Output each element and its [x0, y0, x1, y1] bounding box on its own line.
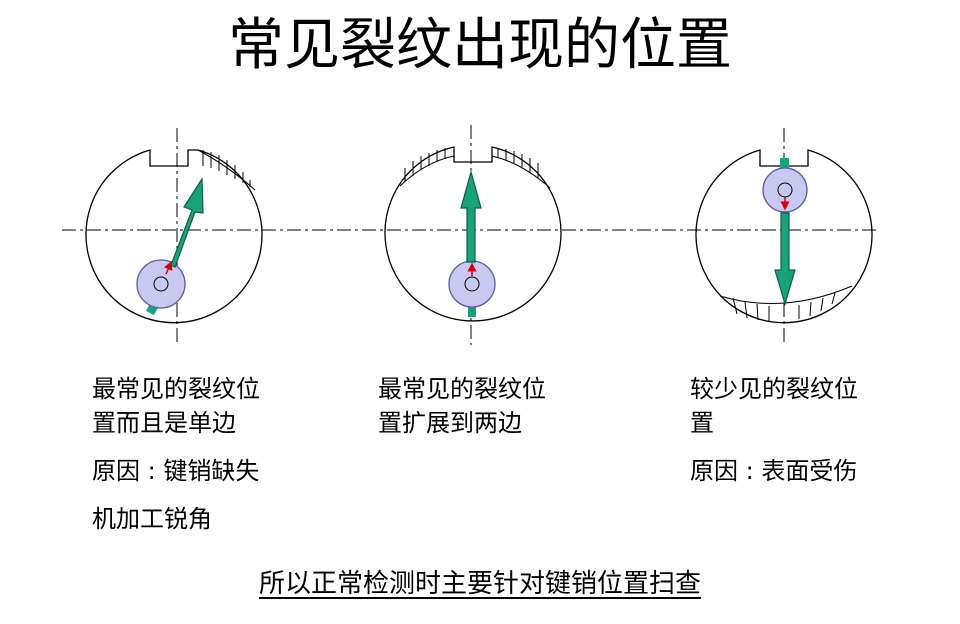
load-arrow	[460, 169, 482, 263]
caption-line: 置而且是单边	[92, 409, 236, 437]
diagram-rare-crack	[695, 128, 873, 345]
crack-hatch-right	[491, 148, 551, 189]
hub-circle	[136, 259, 186, 309]
conclusion-text: 所以正常检测时主要针对键销位置扫查	[0, 566, 960, 602]
pin-circle	[464, 276, 480, 292]
top-stub	[780, 158, 789, 170]
caption-line: 最常见的裂纹位	[92, 375, 260, 403]
caption-line: 置	[690, 409, 714, 437]
crack-location-diagrams	[62, 125, 880, 345]
pin-circle	[153, 276, 169, 292]
small-red-arrow	[164, 260, 173, 275]
caption-one-side: 最常见的裂纹位 置而且是单边 原因 : 键销缺失 机加工锐角	[92, 372, 260, 536]
load-arrow	[774, 212, 796, 307]
cause-line: 机加工锐角	[92, 505, 212, 533]
cause-line: 原因 : 表面受伤	[690, 457, 858, 485]
crack-hatch	[197, 149, 256, 191]
conclusion-label: 所以正常检测时主要针对键销位置扫查	[258, 569, 701, 599]
tail-stub	[468, 303, 476, 317]
caption-rare: 较少见的裂纹位 置 原因 : 表面受伤	[690, 372, 858, 488]
load-arrow	[170, 177, 204, 268]
diagram-one-side-crack	[85, 128, 263, 345]
caption-line: 最常见的裂纹位	[378, 375, 546, 403]
hub-circle	[762, 167, 808, 213]
cause-line: 原因 : 键销缺失	[92, 457, 260, 485]
disk-outline	[695, 149, 873, 324]
diagram-two-side-crack	[384, 125, 562, 345]
page-title: 常见裂纹出现的位置	[228, 13, 732, 78]
caption-line: 置扩展到两边	[378, 409, 522, 437]
caption-line: 较少见的裂纹位	[690, 375, 858, 403]
disk-outline	[384, 146, 562, 322]
crack-hatch-left	[399, 148, 455, 187]
caption-two-side: 最常见的裂纹位 置扩展到两边	[378, 372, 546, 440]
